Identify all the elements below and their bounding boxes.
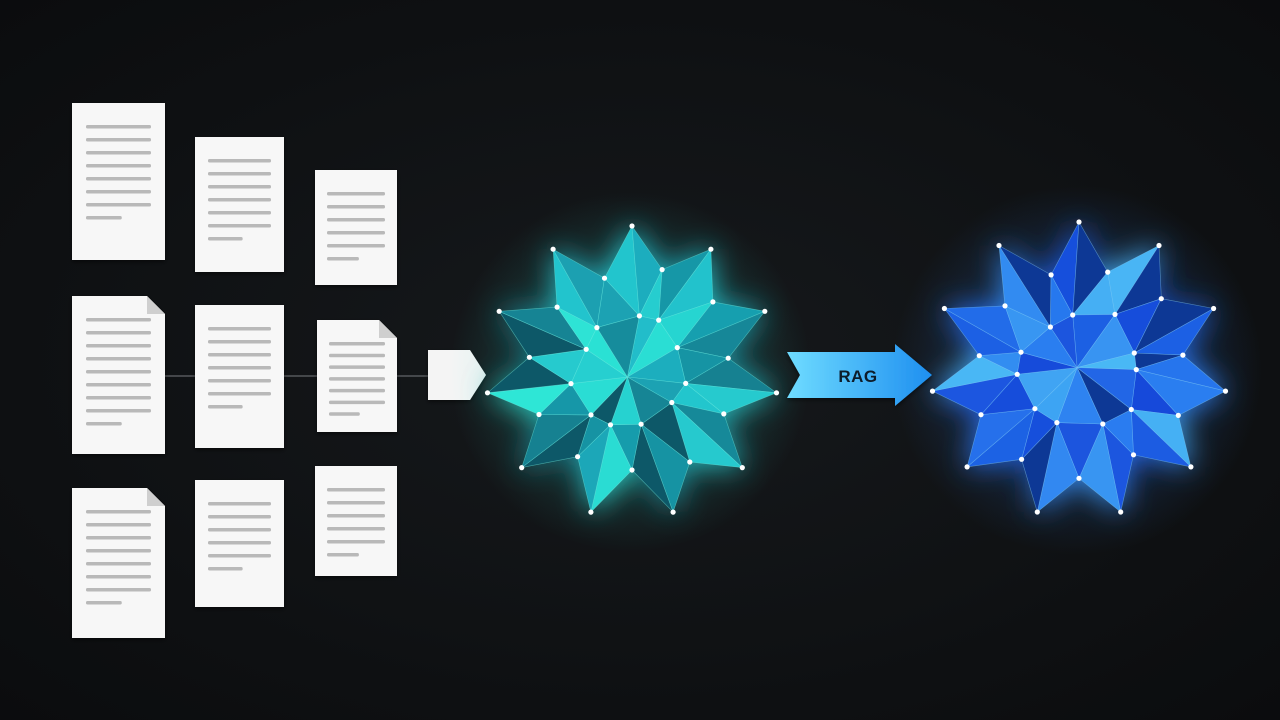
cluster-node [526, 354, 533, 360]
knowledge-cluster-icon [484, 223, 780, 515]
cluster-node [519, 465, 525, 471]
cluster-node [1105, 269, 1111, 275]
cluster-node [670, 509, 676, 515]
cluster-node [1019, 456, 1025, 462]
cluster-node [550, 246, 556, 252]
cluster-node [629, 223, 635, 229]
cluster-node [721, 411, 727, 417]
cluster-node [1175, 412, 1181, 418]
cluster-node [1118, 509, 1124, 515]
cluster-node [708, 246, 714, 252]
cluster-node [1076, 475, 1082, 481]
cluster-node [1076, 219, 1082, 225]
cluster-node [594, 325, 600, 331]
document-icon [317, 320, 397, 432]
cluster-node [1133, 367, 1139, 373]
document-icon [72, 103, 165, 260]
rag-arrow-label: RAG [838, 367, 877, 386]
cluster-node [568, 381, 574, 387]
cluster-node [1130, 452, 1137, 458]
cluster-node [1018, 349, 1024, 355]
document-icon [72, 296, 165, 454]
cluster-node [583, 346, 589, 352]
cluster-node [976, 353, 982, 359]
cluster-node [1048, 272, 1054, 278]
cluster-node [1112, 311, 1118, 317]
document-icon [72, 488, 165, 638]
cluster-node [575, 454, 581, 460]
cluster-node [1222, 388, 1229, 394]
cluster-node [588, 412, 594, 418]
cluster-node [996, 242, 1002, 249]
cluster-node [1034, 509, 1040, 515]
cluster-node [1128, 406, 1134, 413]
cluster-node [739, 465, 745, 471]
rag-arrow-icon: RAG [787, 344, 932, 406]
document-icon [315, 466, 397, 576]
cluster-node [601, 275, 608, 281]
cluster-node [929, 388, 936, 394]
cluster-node [964, 464, 970, 470]
document-icon [195, 305, 284, 448]
cluster-node [978, 412, 984, 418]
cluster-node [674, 345, 680, 351]
cluster-node [1047, 324, 1053, 330]
cluster-node [1188, 464, 1194, 470]
document-collection [72, 103, 397, 638]
cluster-node [725, 355, 731, 361]
cluster-node [636, 313, 643, 319]
cluster-facet [596, 315, 640, 378]
cluster-node [629, 467, 635, 473]
cluster-node [588, 509, 594, 515]
cluster-node [762, 308, 768, 314]
cluster-node [941, 305, 948, 312]
document-icon [315, 170, 397, 285]
cluster-node [496, 308, 502, 314]
document-icon [195, 480, 284, 607]
cluster-node [1032, 406, 1038, 412]
cluster-node [554, 304, 560, 310]
cluster-node [687, 459, 693, 465]
cluster-node [683, 380, 689, 386]
cluster-node [1002, 303, 1008, 309]
cluster-node [607, 422, 614, 428]
cluster-node [1211, 305, 1217, 312]
cluster-node [1156, 242, 1162, 249]
cluster-node [773, 390, 780, 396]
cluster-node [484, 390, 491, 396]
cluster-node [1158, 296, 1164, 302]
cluster-node [1131, 350, 1137, 356]
cluster-node [536, 411, 542, 418]
cluster-node [659, 267, 665, 273]
cluster-node [1070, 312, 1076, 318]
cluster-node [1014, 371, 1020, 377]
cluster-node [1054, 420, 1060, 426]
cluster-facet [1049, 314, 1078, 368]
cluster-node [710, 299, 716, 305]
enhanced-cluster-icon [929, 219, 1229, 515]
document-icon [195, 137, 284, 272]
cluster-node [669, 399, 675, 406]
cluster-node [656, 317, 662, 323]
cluster-node [1180, 352, 1186, 358]
cluster-node [638, 421, 644, 427]
cluster-node [1100, 421, 1106, 427]
